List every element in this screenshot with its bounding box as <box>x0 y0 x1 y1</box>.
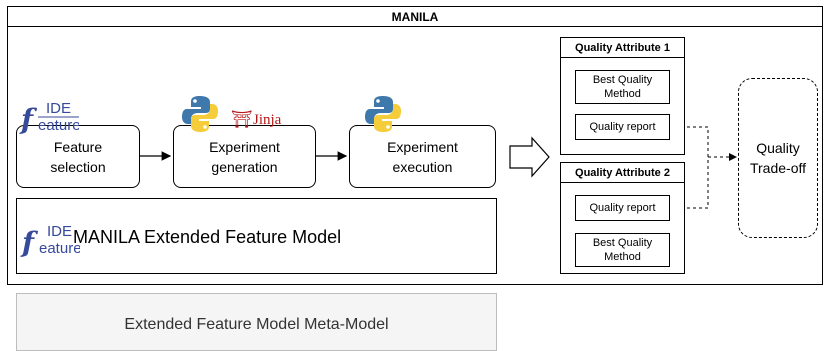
step-label-line1: Experiment <box>387 138 458 155</box>
ide-logo-bottom-text: eature <box>39 240 80 257</box>
extended-feature-model-box <box>16 198 497 274</box>
step-label-line1: Experiment <box>209 138 280 155</box>
manila-title: MANILA <box>7 6 823 27</box>
tradeoff-line1: Quality <box>756 140 800 156</box>
step-label-line2: execution <box>392 158 453 175</box>
jinja-logo-text: Jinja <box>253 112 282 128</box>
step-label-line1: Feature <box>53 138 103 155</box>
python-logo-icon <box>365 96 401 132</box>
tradeoff-line2: Trade-off <box>749 160 807 176</box>
quality-report-1: Quality report <box>575 114 670 140</box>
meta-model-box: Extended Feature Model Meta-Model <box>16 293 497 351</box>
efm-label: MANILA Extended Feature Model <box>73 227 342 247</box>
step-label-line2: selection <box>50 158 106 175</box>
qa-title: Quality Attribute 1 <box>561 38 684 58</box>
ide-feature-logo-icon: f IDE eature <box>19 100 79 136</box>
jinja-torii-icon: ⛩ <box>231 110 253 129</box>
best-method-line1: Best Quality <box>592 74 653 86</box>
svg-text:f: f <box>20 226 39 259</box>
block-arrow <box>509 136 550 178</box>
step-experiment-generation: Experiment generation <box>173 125 316 188</box>
qa-title: Quality Attribute 2 <box>561 163 684 183</box>
step-experiment-execution: Experiment execution <box>349 125 496 188</box>
meta-model-label: Extended Feature Model Meta-Model <box>124 316 389 333</box>
ide-logo-bottom-text: eature <box>38 117 79 134</box>
ide-feature-logo-icon: f IDE eature <box>20 223 80 259</box>
ide-logo-top-text: IDE <box>46 100 71 117</box>
step-feature-selection: Feature selection <box>16 125 140 188</box>
svg-text:f: f <box>19 103 38 136</box>
python-logo-icon <box>182 96 218 132</box>
step-label-line2: generation <box>211 158 278 175</box>
ide-logo-top-text: IDE <box>47 223 72 240</box>
best-method-line1: Best Quality <box>592 237 653 249</box>
quality-report-2: Quality report <box>575 195 670 221</box>
best-method-line2: Method <box>604 251 641 263</box>
best-method-line2: Method <box>604 88 641 100</box>
